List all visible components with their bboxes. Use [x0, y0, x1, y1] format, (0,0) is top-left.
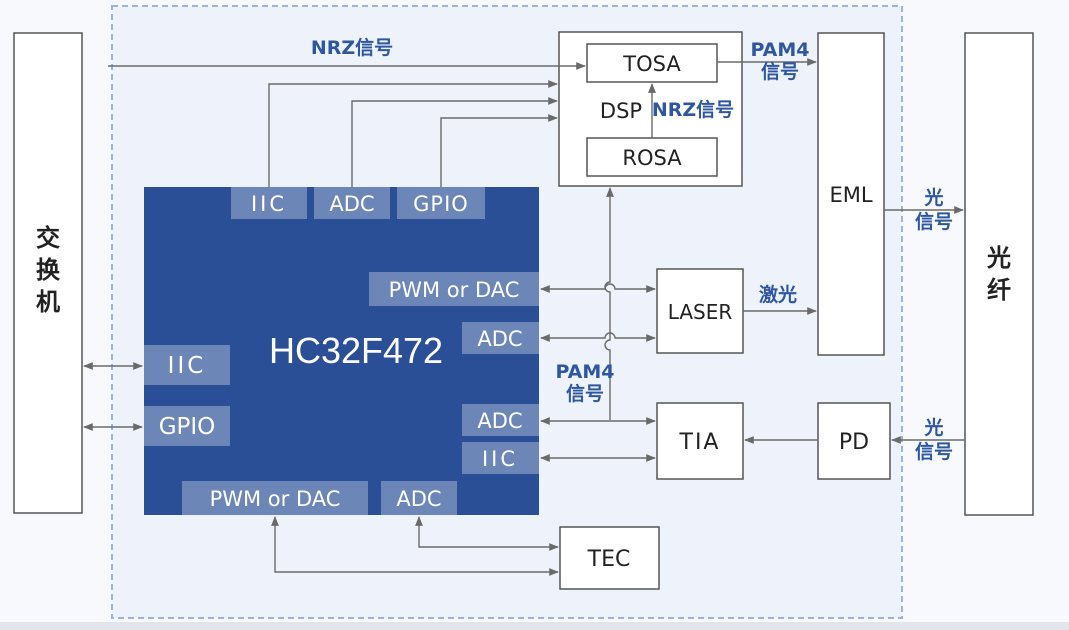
tosa-box [586, 43, 718, 83]
svg-text:ADC: ADC [477, 409, 522, 433]
tosa-label: TOSA [622, 52, 681, 76]
pin-iic-left: IIC [144, 345, 230, 385]
pwm-laser-link [540, 283, 656, 293]
svg-text:GPIO: GPIO [159, 414, 216, 440]
nrz-top-label: NRZ信号 [311, 36, 393, 59]
pin-iic-right: IIC [462, 442, 539, 474]
svg-text:PWM or DAC: PWM or DAC [210, 487, 341, 511]
svg-text:ADC: ADC [477, 327, 522, 351]
adc-laser-link [540, 332, 656, 342]
switch-label: 交换机 [36, 224, 61, 316]
rosa-box [586, 137, 718, 177]
svg-text:PWM or DAC: PWM or DAC [389, 278, 520, 302]
iic-top-to-dsp [268, 80, 558, 187]
laser-light-label: 激光 [759, 283, 797, 306]
gpio-top-to-dsp [440, 114, 558, 187]
optical-in-label: 光信号 [915, 416, 953, 463]
eml-box [817, 32, 885, 356]
svg-text:IIC: IIC [168, 353, 207, 379]
svg-text:IIC: IIC [482, 447, 518, 471]
eml-label: EML [829, 183, 872, 207]
pin-gpio-top: GPIO [397, 187, 485, 219]
adc-top-to-dsp [351, 97, 558, 187]
tia-box [656, 402, 744, 480]
laser-label: LASER [668, 300, 733, 324]
pin-adc-right-1: ADC [462, 322, 539, 354]
optical-out-label: 光信号 [915, 186, 953, 233]
pwm-tec-link [271, 516, 559, 576]
pd-label: PD [839, 430, 869, 455]
tia-label: TIA [679, 430, 721, 455]
laser-box [656, 268, 744, 354]
pin-iic-top: IIC [231, 187, 307, 219]
fiber-label: 光纤 [986, 244, 1011, 304]
pin-adc-right-2: ADC [462, 404, 539, 436]
pin-pwm-dac-bottom: PWM or DAC [182, 481, 368, 515]
pin-adc-bottom: ADC [381, 481, 457, 515]
fiber-box [964, 32, 1034, 516]
nrz-dsp-label: NRZ信号 [652, 98, 734, 121]
svg-text:ADC: ADC [329, 192, 374, 216]
pam4-vertical-arrow [604, 187, 614, 420]
pin-gpio-left: GPIO [144, 406, 230, 446]
adc-tec-link [415, 516, 559, 551]
pin-adc-top: ADC [314, 187, 390, 219]
mcu-name: HC32F472 [269, 330, 443, 371]
rosa-label: ROSA [622, 146, 682, 170]
pin-pwm-dac-right: PWM or DAC [369, 272, 539, 306]
svg-text:GPIO: GPIO [413, 192, 469, 216]
dsp-label: DSP [600, 99, 642, 123]
svg-text:ADC: ADC [396, 487, 441, 511]
tec-box [559, 526, 660, 590]
svg-text:IIC: IIC [251, 192, 287, 216]
tec-label: TEC [587, 547, 631, 572]
pd-box [817, 402, 891, 480]
bottom-bar [0, 622, 1069, 630]
switch-box [13, 32, 83, 514]
